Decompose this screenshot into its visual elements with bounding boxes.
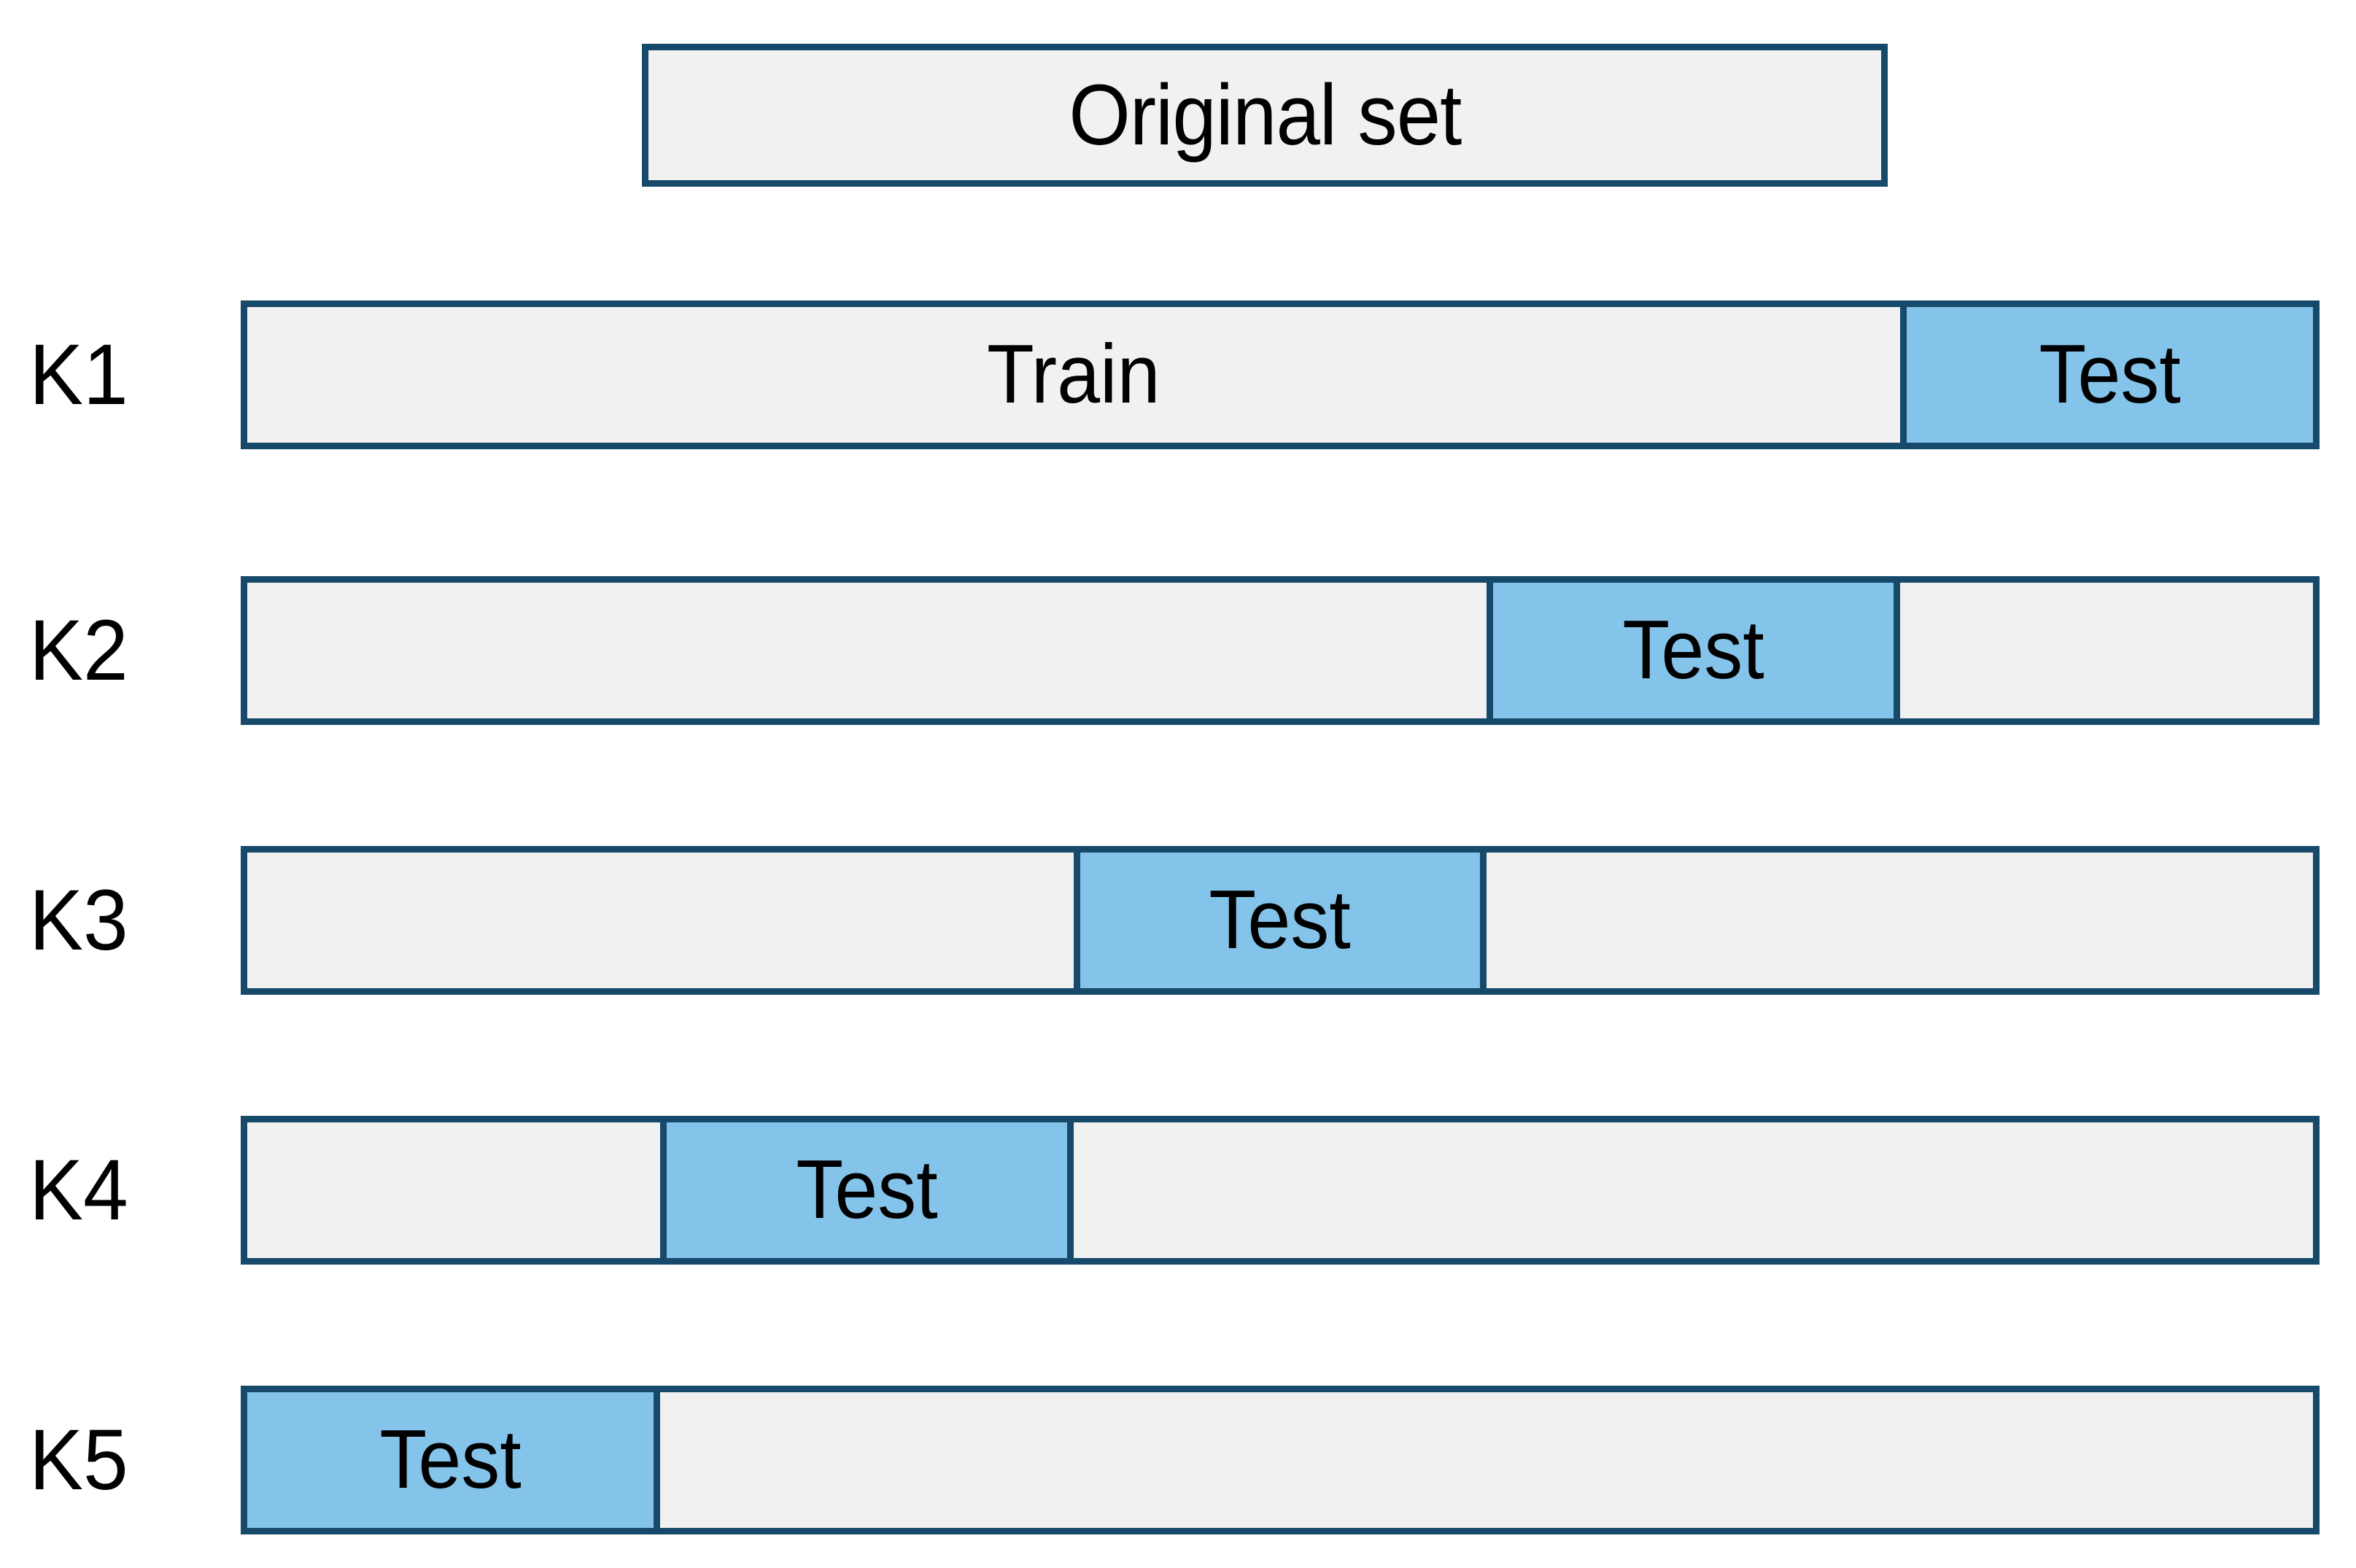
segment-k3-2 (660, 853, 1074, 988)
fold-bar-k4: Test (241, 1116, 2320, 1265)
segment-k2-1 (247, 583, 661, 718)
fold-bar-k5: Test (241, 1386, 2320, 1534)
segment-k5-2 (660, 1392, 1074, 1528)
segment-k5-4 (1487, 1392, 1900, 1528)
segment-label-k3-3: Test (1209, 874, 1352, 966)
segment-label-k1-5: Test (2039, 328, 2181, 421)
fold-bar-k3: Test (241, 846, 2320, 995)
segment-k2-4-test: Test (1487, 583, 1900, 718)
segment-label-k5-1: Test (379, 1413, 522, 1506)
segment-k1-4 (1487, 307, 1900, 443)
segment-k5-5 (1899, 1392, 2313, 1528)
segment-k1-1 (247, 307, 661, 443)
segment-k4-3 (1073, 1122, 1487, 1258)
segment-k5-3 (1073, 1392, 1487, 1528)
fold-bar-k2: Test (241, 576, 2320, 725)
segment-k2-5 (1899, 583, 2313, 718)
segment-k2-3 (1073, 583, 1487, 718)
segment-k3-5 (1899, 853, 2313, 988)
segment-k4-2-test: Test (660, 1122, 1074, 1258)
segment-k4-5 (1899, 1122, 2313, 1258)
fold-row-k3: K3 Test (0, 846, 2356, 995)
segment-k1-5-test: Test (1899, 307, 2313, 443)
segment-label-k2-4: Test (1622, 604, 1764, 696)
segment-label-k4-2: Test (796, 1144, 938, 1236)
fold-label-k2: K2 (29, 602, 128, 699)
fold-label-k5: K5 (29, 1412, 128, 1508)
segment-k3-1 (247, 853, 661, 988)
fold-row-k5: K5 Test (0, 1386, 2356, 1534)
segment-k4-4 (1487, 1122, 1900, 1258)
fold-label-k1: K1 (29, 327, 128, 423)
segment-k2-2 (660, 583, 1074, 718)
segment-k5-1-test: Test (247, 1392, 661, 1528)
fold-row-k4: K4 Test (0, 1116, 2356, 1265)
segment-k4-1 (247, 1122, 661, 1258)
fold-label-k3: K3 (29, 872, 128, 969)
segment-k3-4 (1487, 853, 1900, 988)
fold-label-k4: K4 (29, 1142, 128, 1238)
segment-k1-2 (660, 307, 1074, 443)
fold-row-k1: K1 Test Train (0, 300, 2356, 449)
segment-k1-3 (1073, 307, 1487, 443)
fold-row-k2: K2 Test (0, 576, 2356, 725)
segment-k3-3-test: Test (1073, 853, 1487, 988)
original-set-label: Original set (1068, 67, 1462, 163)
original-set-box: Original set (642, 44, 1888, 187)
fold-bar-k1: Test Train (241, 300, 2320, 449)
